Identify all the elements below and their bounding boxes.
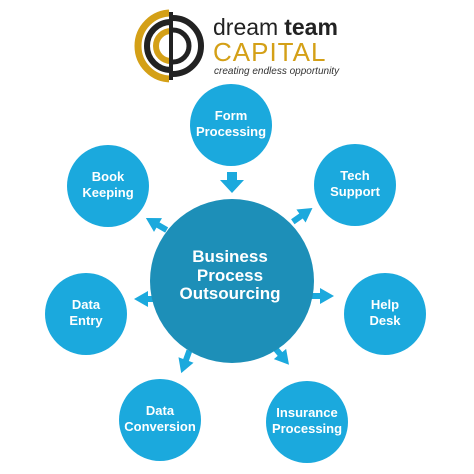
node-form-processing (190, 84, 272, 166)
label-form-processing-line1: Form (214, 107, 248, 123)
label-data-entry: Data Entry (69, 297, 102, 330)
label-data-entry-line1: Data (71, 296, 101, 312)
arrow-to-book-keeping (145, 218, 169, 233)
brand-tagline: creating endless opportunity (214, 66, 340, 77)
label-help-desk: Help Desk (369, 297, 400, 330)
arrow-to-data-conversion (178, 349, 194, 374)
label-tech-support-line2: Support (330, 184, 380, 199)
node-book-keeping (67, 145, 149, 227)
node-help-desk (344, 273, 426, 355)
arrow-to-tech-support (291, 207, 313, 225)
label-tech-support-line1: Tech (340, 167, 370, 183)
label-help-desk-line1: Help (370, 296, 400, 312)
label-data-conversion: Data Conversion (124, 403, 196, 436)
label-data-conversion-line2: Conversion (124, 419, 196, 434)
node-data-conversion (119, 379, 201, 461)
label-insurance-processing-line2: Processing (271, 421, 343, 436)
label-data-entry-line2: Entry (69, 313, 103, 328)
node-data-entry (45, 273, 127, 355)
arrow-to-data-entry (134, 291, 158, 307)
arrow-to-form-processing (220, 172, 244, 193)
arrow-to-help-desk (310, 288, 334, 304)
brand-word-dream: dream (213, 14, 279, 40)
label-book-keeping-line1: Book (91, 168, 125, 184)
center-label: Business Process Outsourcing (179, 246, 281, 304)
center-label-line2: Process (196, 265, 264, 285)
center-label-line3: Outsourcing (179, 284, 281, 304)
label-help-desk-line2: Desk (369, 313, 401, 328)
label-data-conversion-line1: Data (145, 402, 175, 418)
node-tech-support (314, 144, 396, 226)
label-book-keeping-line2: Keeping (82, 185, 134, 200)
label-insurance-processing-line1: Insurance (276, 404, 338, 420)
label-form-processing: Form Processing (196, 108, 266, 141)
brand-word-team: team (284, 14, 338, 40)
brand-capital: CAPITAL (213, 37, 327, 67)
center-node (150, 199, 314, 363)
node-insurance-processing (266, 381, 348, 463)
center-label-line1: Business (192, 246, 268, 266)
label-book-keeping: Book Keeping (82, 169, 133, 202)
label-form-processing-line2: Processing (195, 124, 267, 139)
logo-mark-icon (134, 8, 209, 84)
label-tech-support: Tech Support (330, 168, 380, 201)
label-insurance-processing: Insurance Processing (272, 405, 342, 438)
